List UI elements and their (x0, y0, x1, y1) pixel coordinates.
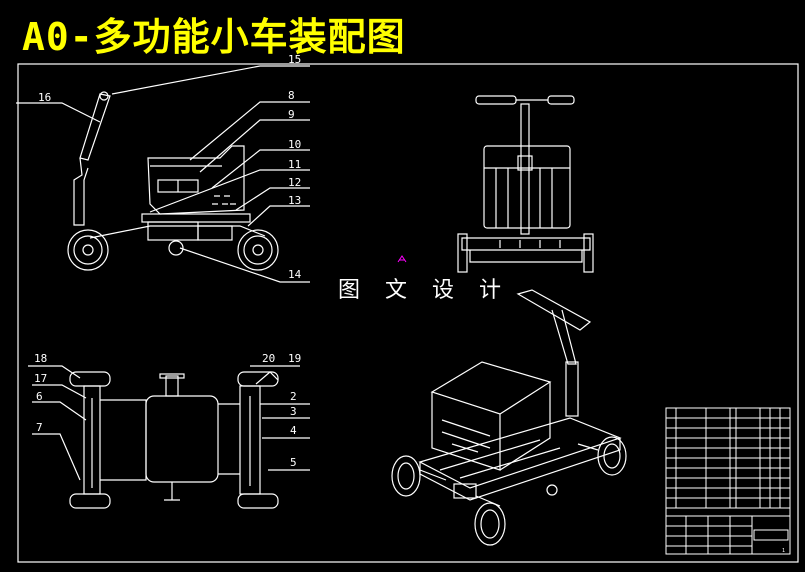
isometric-view (391, 289, 627, 546)
part-label-18: 18 (34, 352, 47, 365)
part-label-4: 4 (290, 424, 297, 437)
title-block (665, 407, 791, 555)
part-label-1: 1 (782, 548, 785, 554)
part-label-7: 7 (36, 421, 43, 434)
part-label-3: 3 (290, 405, 297, 418)
part-label-13: 13 (288, 194, 301, 207)
drawing-frame (17, 63, 799, 563)
front-view (457, 95, 594, 273)
part-label-5: 5 (290, 456, 297, 469)
side-view (16, 65, 310, 283)
part-label-10: 10 (288, 138, 301, 151)
part-label-8: 8 (288, 89, 295, 102)
part-label-16: 16 (38, 91, 51, 104)
part-label-2: 2 (290, 390, 297, 403)
top-view (28, 365, 310, 509)
part-label-12: 12 (288, 176, 301, 189)
watermark-text: 图 文 设 计 (338, 278, 510, 303)
part-label-14: 14 (288, 268, 302, 281)
center-marker-icon (397, 255, 407, 263)
part-label-20: 20 (262, 352, 275, 365)
part-label-6: 6 (36, 390, 43, 403)
drawing-title: A0-多功能小车装配图 (22, 15, 406, 59)
part-label-15: 15 (288, 53, 301, 66)
part-number-labels: 16 15 8 9 10 11 12 13 14 18 17 6 7 20 19… (34, 53, 785, 554)
part-label-9: 9 (288, 108, 295, 121)
part-label-19: 19 (288, 352, 301, 365)
part-label-11: 11 (288, 158, 301, 171)
part-label-17: 17 (34, 372, 47, 385)
